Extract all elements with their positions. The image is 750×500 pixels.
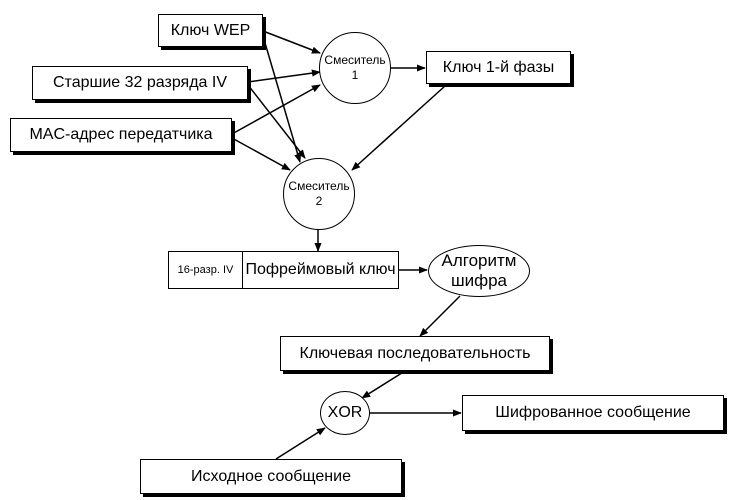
ciphertext-box: Шифрованное сообщение [462, 395, 724, 431]
phase1-key-box: Ключ 1-й фазы [426, 51, 571, 84]
phase1-key-label: Ключ 1-й фазы [442, 58, 555, 76]
iv-and-per-frame-key-box: 16-разр. IV Пофреймовый ключ [168, 251, 399, 289]
iv16-label: 16-разр. IV [177, 264, 234, 276]
arrow-plaintext-to-xor [275, 427, 326, 460]
keystream-box: Ключевая последовательность [280, 336, 550, 371]
iv-high-bits-label: Старшие 32 разряда IV [53, 74, 227, 91]
ciphertext-label: Шифрованное сообщение [495, 404, 691, 421]
plaintext-box: Исходное сообщение [140, 459, 402, 494]
mac-address-box: MAC-адрес передатчика [10, 118, 232, 152]
xor-label: XOR [327, 404, 363, 421]
mixer-1-circle: Смеситель 1 [319, 32, 391, 104]
cipher-algorithm-label: Алгоритм [441, 251, 517, 270]
iv16-cell: 16-разр. IV [169, 252, 243, 288]
arrow-iv-to-mixer2 [247, 84, 306, 159]
arrow-keystream-to-xor [361, 370, 406, 399]
mixer-1-number: 1 [351, 68, 359, 82]
arrow-iv-to-mixer1 [247, 69, 321, 83]
cipher-algorithm-label-2: шифра [450, 271, 508, 290]
arrow-mac-to-mixer2 [231, 137, 291, 171]
wep-key-box: Ключ WEP [158, 14, 263, 47]
xor-circle: XOR [320, 391, 370, 435]
per-frame-key-cell: Пофреймовый ключ [243, 252, 398, 288]
arrow-phase1-to-mixer2 [351, 85, 446, 171]
arrow-wep-to-mixer2 [262, 35, 302, 163]
wep-key-label: Ключ WEP [170, 21, 251, 39]
plaintext-label: Исходное сообщение [191, 467, 351, 485]
cipher-algorithm-ellipse: Алгоритм шифра [428, 245, 530, 297]
mac-address-label: MAC-адрес передатчика [29, 126, 213, 143]
arrow-wep-to-mixer1 [262, 30, 321, 54]
mixer-2-number: 2 [315, 194, 323, 208]
mixer-2-label: Смеситель [288, 179, 350, 193]
mixer-2-circle: Смеситель 2 [283, 158, 355, 230]
per-frame-key-label: Пофреймовый ключ [245, 261, 396, 278]
mixer-1-label: Смеситель [324, 53, 386, 67]
iv-high-bits-box: Старшие 32 разряда IV [32, 66, 248, 100]
arrow-cipher-to-keystream [419, 295, 461, 337]
arrow-mac-to-mixer1 [231, 84, 321, 135]
keystream-label: Ключевая последовательность [299, 344, 531, 362]
